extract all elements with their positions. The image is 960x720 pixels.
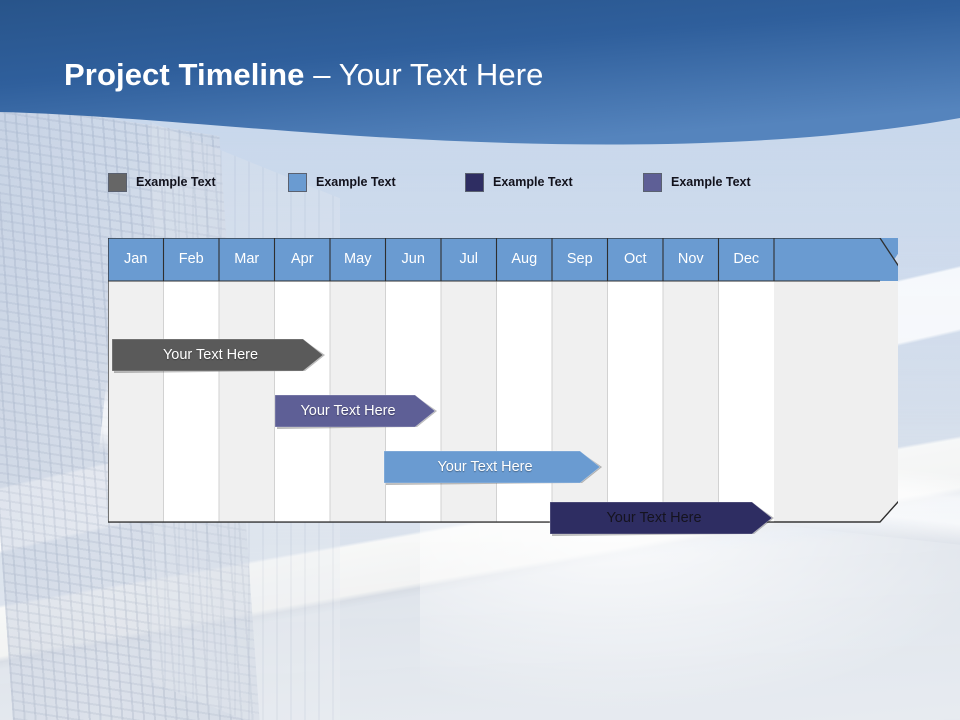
legend-swatch-icon xyxy=(465,172,484,192)
legend-swatch-icon xyxy=(643,172,662,192)
gantt-task-bar-4[interactable]: Your Text Here xyxy=(549,501,774,536)
legend-item-4[interactable]: Example Text xyxy=(643,170,751,194)
page-title-light: – Your Text Here xyxy=(304,57,544,92)
legend-item-label: Example Text xyxy=(136,175,216,189)
legend: Example Text Example Text Example Text E… xyxy=(108,170,828,194)
legend-item-3[interactable]: Example Text xyxy=(465,170,573,194)
legend-item-2[interactable]: Example Text xyxy=(288,170,396,194)
legend-item-label: Example Text xyxy=(493,175,573,189)
legend-item-1[interactable]: Example Text xyxy=(108,170,216,194)
legend-item-label: Example Text xyxy=(671,175,751,189)
page-title: Project Timeline – Your Text Here xyxy=(64,57,544,92)
legend-item-label: Example Text xyxy=(316,175,396,189)
legend-swatch-icon xyxy=(288,172,307,192)
legend-swatch-icon xyxy=(108,172,127,192)
gantt-task-bar-2[interactable]: Your Text Here xyxy=(274,394,437,429)
gantt-task-bar-3[interactable]: Your Text Here xyxy=(383,450,602,485)
page-title-strong: Project Timeline xyxy=(64,57,305,92)
gantt-task-bar-1[interactable]: Your Text Here xyxy=(111,338,325,373)
header-banner xyxy=(0,0,960,150)
